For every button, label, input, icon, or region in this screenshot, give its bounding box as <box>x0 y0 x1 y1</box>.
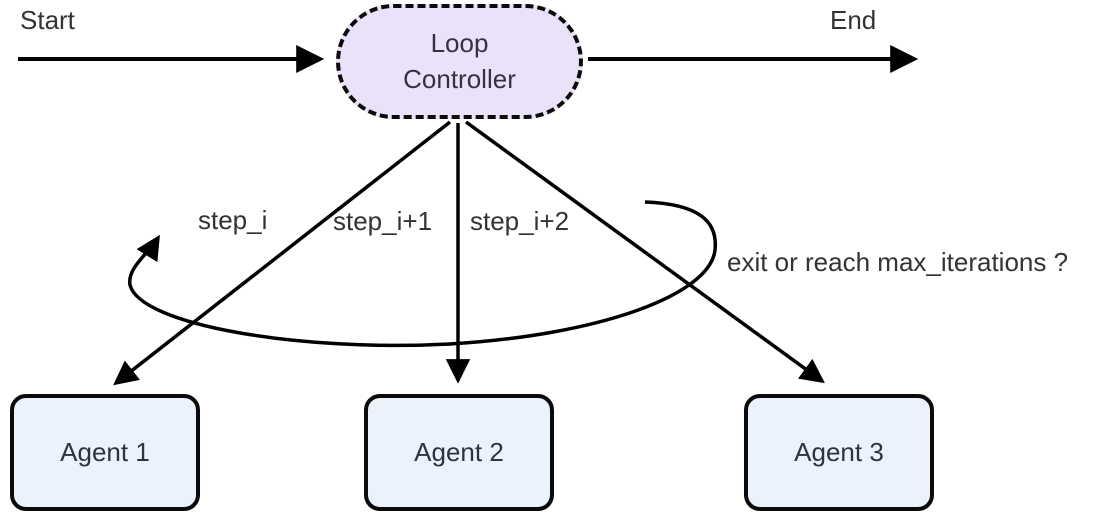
end-label: End <box>830 5 877 35</box>
edge-label-step-i: step_i <box>198 205 268 235</box>
start-label: Start <box>20 5 75 35</box>
controller-to-agent-1-arrow <box>113 120 452 386</box>
loop-condition-label: exit or reach max_iterations ? <box>727 247 1069 277</box>
agent-3-node: Agent 3 <box>744 394 934 511</box>
controller-to-agent-3-arrow <box>464 120 825 384</box>
edge-label-step-i-plus-1: step_i+1 <box>333 206 433 236</box>
agent-2-node: Agent 2 <box>364 394 554 511</box>
loop-back-arc-arrow <box>128 200 718 348</box>
agent-2-label: Agent 2 <box>414 437 504 467</box>
loop-controller-node: Loop Controller <box>336 4 583 119</box>
agent-1-label: Agent 1 <box>60 437 150 467</box>
edge-label-step-i-plus-2: step_i+2 <box>470 206 570 236</box>
agent-1-node: Agent 1 <box>10 394 200 511</box>
agent-3-label: Agent 3 <box>794 437 884 467</box>
loop-controller-label: Loop Controller <box>403 28 516 94</box>
